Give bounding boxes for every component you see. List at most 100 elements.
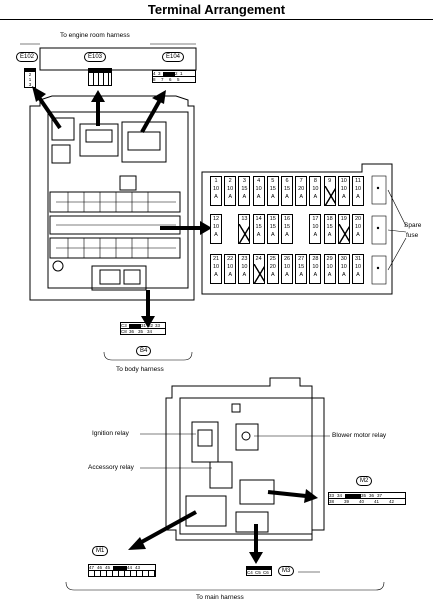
fuse-number: 9 [328, 178, 332, 184]
pin-label: 3 [158, 71, 161, 76]
fuse-unit: A [341, 194, 346, 200]
connector-m3-badge: M3 [278, 566, 295, 576]
fuse-unit: A [313, 232, 318, 238]
pin-label: 8 [153, 77, 156, 82]
fuse-unit [325, 193, 335, 201]
fuse-number: 28 [312, 256, 319, 262]
fuse-unit: A [228, 194, 233, 200]
fuse-amperage: 10 [312, 186, 319, 192]
fuse-amperage: 10 [326, 264, 333, 270]
fuse-number: 21 [212, 256, 220, 262]
fuse-unit [254, 271, 264, 279]
fuse-number: 12 [212, 216, 220, 222]
fuse-amperage: 10 [212, 186, 220, 192]
fuse-number: 6 [285, 178, 289, 184]
pin-label: C6 [263, 570, 269, 575]
ignition-relay-label: Ignition relay [92, 430, 129, 437]
fuse-amperage: 10 [227, 186, 234, 192]
accessory-relay-label: Accessory relay [88, 464, 134, 471]
fuse-number: 1 [214, 178, 218, 184]
connector-e103-badge: E103 [84, 52, 107, 62]
fuse-amperage: 20 [298, 186, 305, 192]
fuse-unit: A [299, 194, 304, 200]
spare-fuse-label-line1: Spare [404, 222, 422, 229]
pin-label: 31 [141, 323, 147, 328]
fuse-number: 18 [326, 216, 333, 222]
fuse-unit: A [214, 232, 218, 238]
connector-m2-badge: M2 [356, 476, 373, 486]
fuse-unit: A [285, 194, 289, 200]
fuse-unit: A [356, 272, 360, 278]
fuse-unit: A [270, 232, 275, 238]
fuse-unit: A [242, 194, 247, 200]
pin-label: 43 [135, 565, 141, 570]
pin-label: 36 [369, 493, 375, 498]
pin-label: 35 [361, 493, 367, 498]
fuse-amperage: 15 [283, 186, 291, 192]
fuse-amperage [254, 263, 264, 271]
fuse-unit: A [256, 232, 261, 238]
pin-label: 34 [337, 493, 343, 498]
fuse-amperage: 10 [283, 264, 291, 270]
fuse-number: 7 [299, 178, 303, 184]
fuse-unit: A [228, 272, 233, 278]
pin-label: 47 [89, 565, 95, 570]
fuse-unit: A [270, 272, 275, 278]
fuse-amperage: 10 [255, 186, 262, 192]
fuse-number: 29 [326, 256, 333, 262]
spare-fuse-label-line2: fuse [406, 232, 419, 239]
connector-b4-badge: B4 [136, 346, 152, 356]
pin-label: 2 [175, 71, 178, 76]
pin-label: 38 [329, 499, 335, 504]
main-harness-label: To main harness [196, 594, 244, 601]
pin-label: 39 [344, 499, 350, 504]
fuse-number: 5 [271, 178, 275, 184]
fuse-amperage: 10 [227, 264, 234, 270]
fuse-amperage: 10 [241, 264, 248, 270]
pin-label: 45 [105, 565, 111, 570]
fuse-amperage: 15 [298, 264, 305, 270]
fuse-amperage: 10 [340, 264, 347, 270]
fuse-amperage: 10 [312, 224, 319, 230]
connector-e104-pins: 4 3 2 1 8 7 6 5 [152, 70, 196, 83]
pin-label: 1 [28, 77, 32, 82]
fuse-amperage: 15 [269, 186, 276, 192]
pin-label: 40 [359, 499, 365, 504]
fuse-amperage: 10 [212, 224, 220, 230]
fuse-amperage [325, 185, 335, 193]
pin-label: 37 [377, 493, 383, 498]
pin-label: C5 [255, 570, 261, 575]
pin-label: 35 [138, 329, 144, 334]
fuse-unit: A [270, 194, 275, 200]
fuse-unit: A [327, 272, 332, 278]
fuse-amperage [339, 223, 349, 231]
connector-e103-pins [88, 68, 112, 86]
fuse-amperage [239, 223, 249, 231]
connector-e104-badge: E104 [162, 52, 185, 62]
fuse-slot: 13 [238, 214, 251, 244]
engine-room-harness-label: To engine room harness [60, 32, 130, 39]
fuse-number: 15 [269, 216, 276, 222]
fuse-unit: A [285, 232, 289, 238]
fuse-number: 19 [340, 216, 347, 222]
connector-b4-pins: C3 31 32 33 C8 36 35 34 [120, 322, 166, 335]
fuse-number: 31 [354, 256, 362, 262]
fuse-amperage: 20 [269, 264, 276, 270]
fuse-unit [239, 231, 249, 239]
pin-label: 7 [161, 77, 164, 82]
fuse-unit: A [214, 194, 218, 200]
fuse-number: 3 [242, 178, 246, 184]
fuse-amperage: 15 [269, 224, 276, 230]
